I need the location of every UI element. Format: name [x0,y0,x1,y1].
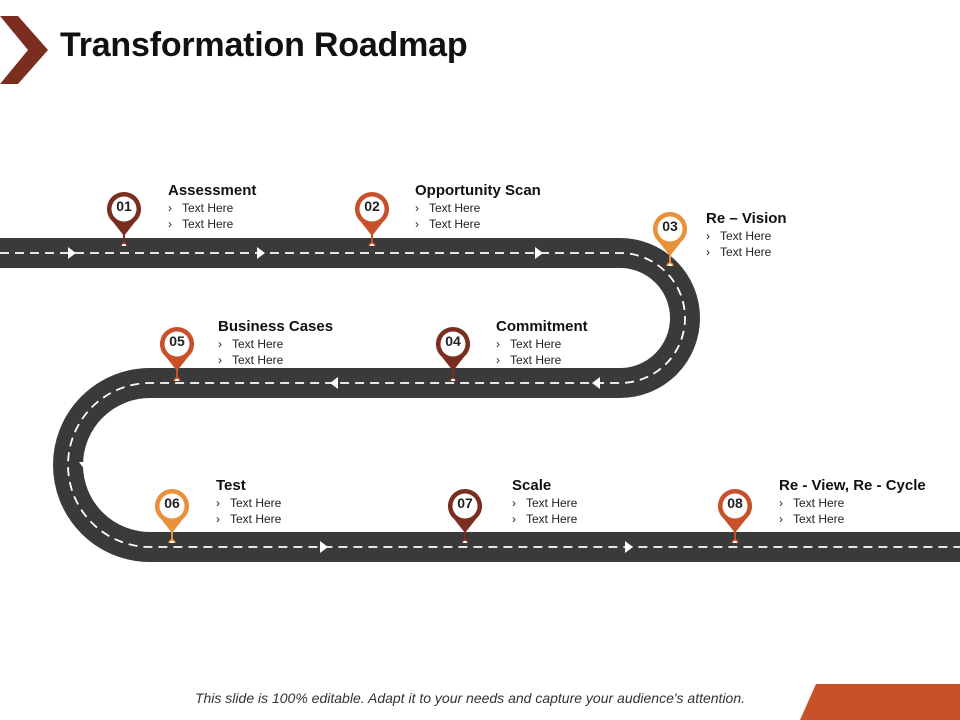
step-number: 02 [364,198,380,214]
bullet-text: Text Here [230,496,282,510]
step-number: 08 [727,495,743,511]
bullet-marker: › [512,512,516,526]
step-bullet: › Text Here [512,511,577,527]
step-title: Assessment [168,182,257,199]
step-bullet: › Text Here [415,216,541,232]
bullet-text: Text Here [510,337,562,351]
step-title: Re – Vision [706,210,787,227]
step-title: Scale [512,477,552,494]
step-bullet: › Text Here [779,511,926,527]
step-title: Business Cases [218,318,334,335]
bullet-text: Text Here [429,201,481,215]
bullet-marker: › [218,337,222,351]
step-number: 07 [457,495,473,511]
map-pin-icon: 01 [104,190,144,250]
step-bullet: › Text Here [218,336,333,352]
step-bullet: › Text Here [415,200,541,216]
step-title: Commitment [496,318,588,335]
roadmap-step: Re - View, Re - Cycle › Text Here › Text Her… [779,477,926,527]
bullet-marker: › [706,229,710,243]
step-title: Opportunity Scan [415,182,541,199]
roadmap-step: Business Cases › Text Here › Text Here [218,318,333,368]
step-bullet: › Text Here [216,495,281,511]
bullet-marker: › [496,337,500,351]
bullet-marker: › [496,353,500,367]
bullet-marker: › [415,217,419,231]
step-bullet: › Text Here [512,495,577,511]
direction-arrow [68,247,76,259]
bullet-text: Text Here [510,353,562,367]
bullet-text: Text Here [182,217,234,231]
bullet-text: Text Here [429,217,481,231]
roadmap-step: Assessment › Text Here › Text Here [168,182,256,232]
bullet-marker: › [216,496,220,510]
bullet-marker: › [168,201,172,215]
step-bullet: › Text Here [706,228,787,244]
map-pin-icon: 06 [152,487,192,547]
bullet-marker: › [218,353,222,367]
bullet-text: Text Here [230,512,282,526]
step-bullet: › Text Here [216,511,281,527]
direction-arrow [330,377,338,389]
road-center-line [0,252,960,548]
direction-arrow [625,541,633,553]
direction-arrow [592,377,600,389]
map-pin-icon: 03 [650,210,690,270]
step-title: Test [216,477,246,494]
bullet-text: Text Here [232,337,284,351]
bullet-text: Text Here [720,245,772,259]
bullet-marker: › [168,217,172,231]
step-number: 01 [116,198,132,214]
map-pin-icon: 02 [352,190,392,250]
step-bullet: › Text Here [706,244,787,260]
map-pin-icon: 08 [715,487,755,547]
roadmap-step: Commitment › Text Here › Text Here [496,318,588,368]
roadmap-step: Re – Vision › Text Here › Text Here [706,210,787,260]
roadmap-step: Opportunity Scan › Text Here › Text Here [415,182,541,232]
bullet-marker: › [779,512,783,526]
chevron-right-icon [0,16,48,84]
roadmap-step: Test › Text Here › Text Here [216,477,281,527]
direction-arrows [68,247,633,553]
bullet-text: Text Here [793,496,845,510]
bullet-text: Text Here [793,512,845,526]
bullet-text: Text Here [232,353,284,367]
map-pin-icon: 07 [445,487,485,547]
step-title: Re - View, Re - Cycle [779,477,926,494]
bullet-marker: › [706,245,710,259]
bullet-text: Text Here [720,229,772,243]
map-pin-icon: 04 [433,325,473,385]
step-number: 06 [164,495,180,511]
bullet-marker: › [512,496,516,510]
bullet-marker: › [216,512,220,526]
direction-arrow [257,247,265,259]
map-pin-icon: 05 [157,325,197,385]
bullet-marker: › [415,201,419,215]
direction-arrow [79,462,91,470]
bullet-text: Text Here [526,496,578,510]
accent-bar [800,684,960,720]
step-bullet: › Text Here [168,216,256,232]
roadmap-step: Scale › Text Here › Text Here [512,477,577,527]
step-number: 05 [169,333,185,349]
step-bullet: › Text Here [496,336,588,352]
step-bullet: › Text Here [168,200,256,216]
step-number: 04 [445,333,461,349]
step-bullet: › Text Here [496,352,588,368]
bullet-text: Text Here [182,201,234,215]
step-bullet: › Text Here [779,495,926,511]
bullet-text: Text Here [526,512,578,526]
page-title: Transformation Roadmap [60,26,468,64]
footer-note: This slide is 100% editable. Adapt it to… [194,690,746,706]
bullet-marker: › [779,496,783,510]
direction-arrow [320,541,328,553]
step-number: 03 [662,218,678,234]
direction-arrow [535,247,543,259]
step-bullet: › Text Here [218,352,333,368]
